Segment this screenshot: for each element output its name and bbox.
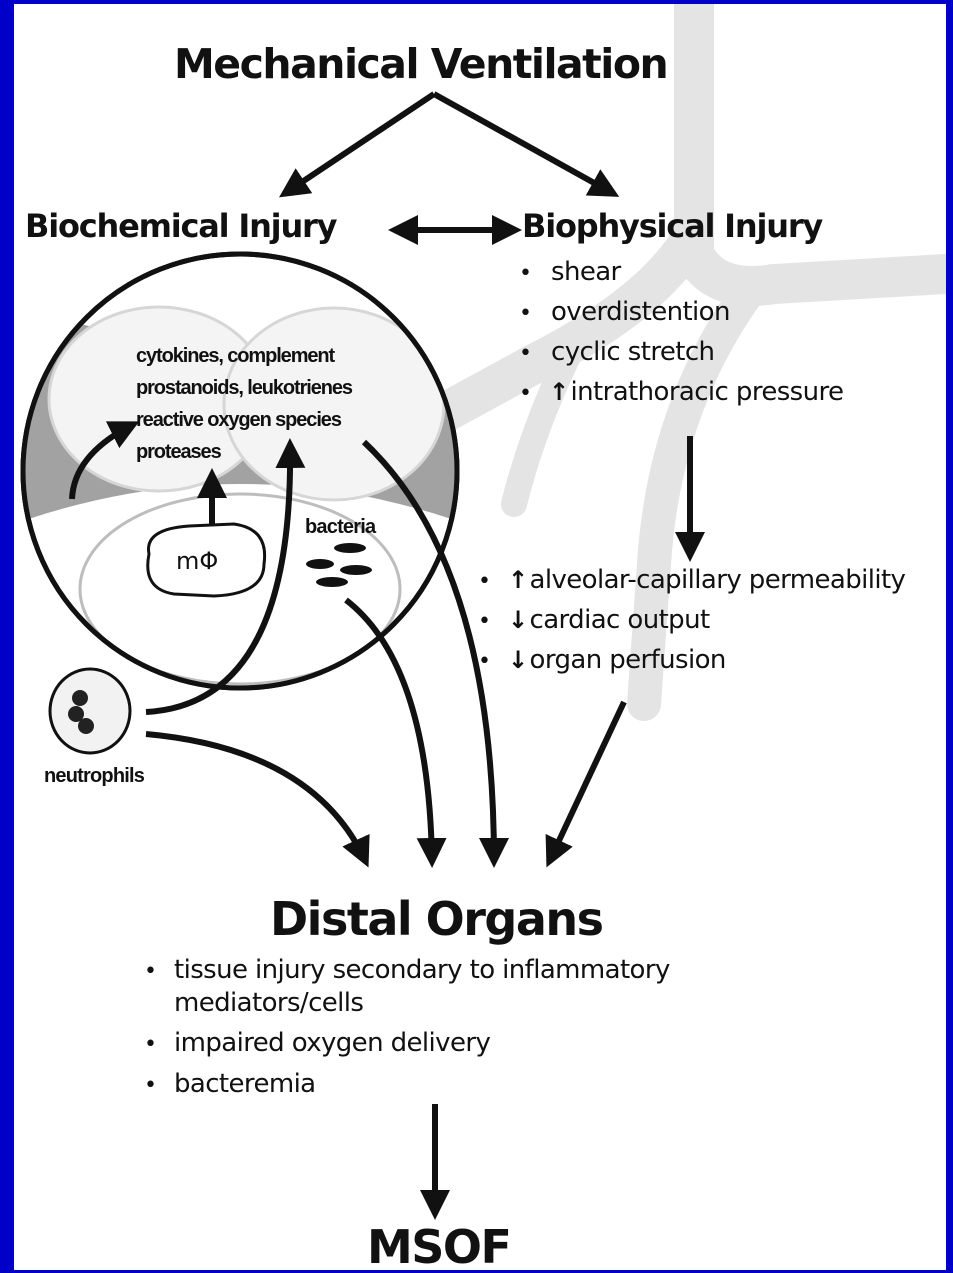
list-item-text: bacteremia	[174, 1068, 734, 1101]
bullet: •	[478, 602, 508, 642]
arrow-glyph: ↓	[508, 606, 528, 634]
mediator-item: cytokines, complement	[136, 340, 352, 372]
mediator-list: cytokines, complement prostanoids, leuko…	[136, 340, 352, 468]
list-item-text: impaired oxygen delivery	[174, 1027, 734, 1060]
biophysical-list: •shear •overdistention •cyclic stretch •…	[519, 252, 843, 412]
bullet: •	[478, 642, 508, 682]
list-item-text: shear	[551, 257, 621, 287]
effects-list: •↑alveolar-capillary permeability •↓card…	[478, 560, 905, 680]
list-item-text: intrathoracic pressure	[571, 377, 844, 407]
list-item: •↓organ perfusion	[478, 640, 905, 680]
list-item-text: cardiac output	[530, 605, 710, 635]
mediator-item: reactive oxygen species	[136, 404, 352, 436]
arrow-ventilation-to-biochemical	[284, 94, 434, 194]
bullet: •	[519, 294, 549, 334]
list-item-text: cyclic stretch	[551, 337, 714, 367]
arrow-glyph: ↑	[508, 566, 528, 594]
list-item-text: organ perfusion	[530, 645, 726, 675]
list-item: •↑alveolar-capillary permeability	[478, 560, 905, 600]
distal-organs-heading: Distal Organs	[270, 892, 603, 946]
arrow-glyph: ↑	[549, 378, 569, 406]
list-item: •cyclic stretch	[519, 332, 843, 372]
list-item-text: tissue injury secondary to inflammatory …	[174, 954, 734, 1020]
list-item: •↓cardiac output	[478, 600, 905, 640]
bullet: •	[519, 334, 549, 374]
arrow-effects-to-distal	[549, 702, 624, 862]
bullet: •	[519, 374, 549, 414]
diagram-title: Mechanical Ventilation	[174, 40, 667, 88]
list-item: •bacteremia	[144, 1068, 734, 1102]
msof-outcome: MSOF	[367, 1220, 510, 1270]
bullet: •	[144, 955, 174, 988]
biophysical-injury-heading: Biophysical Injury	[522, 207, 822, 245]
bullet: •	[478, 562, 508, 602]
bacteria-label: bacteria	[305, 516, 375, 539]
arrow-glyph: ↓	[508, 646, 528, 674]
biochemical-injury-heading: Biochemical Injury	[25, 207, 336, 245]
mediator-item: proteases	[136, 436, 352, 468]
bullet: •	[144, 1069, 174, 1102]
neutrophil-icon	[50, 669, 130, 753]
bullet: •	[519, 254, 549, 294]
arrow-neutrophil-to-distal	[146, 734, 366, 862]
arrow-ventilation-to-biophysical	[434, 94, 614, 194]
bullet: •	[144, 1028, 174, 1061]
list-item: •↑intrathoracic pressure	[519, 372, 843, 412]
distal-organs-list: •tissue injury secondary to inflammatory…	[144, 954, 734, 1109]
list-item: •tissue injury secondary to inflammatory…	[144, 954, 734, 1020]
list-item-text: overdistention	[551, 297, 730, 327]
mediator-item: prostanoids, leukotrienes	[136, 372, 352, 404]
list-item: •shear	[519, 252, 843, 292]
macrophage-label: mΦ	[176, 547, 218, 575]
list-item-text: alveolar-capillary permeability	[530, 565, 906, 595]
neutrophils-label: neutrophils	[44, 765, 144, 788]
diagram-panel: Mechanical Ventilation Biochemical Injur…	[14, 4, 946, 1270]
list-item: •overdistention	[519, 292, 843, 332]
list-item: •impaired oxygen delivery	[144, 1027, 734, 1061]
